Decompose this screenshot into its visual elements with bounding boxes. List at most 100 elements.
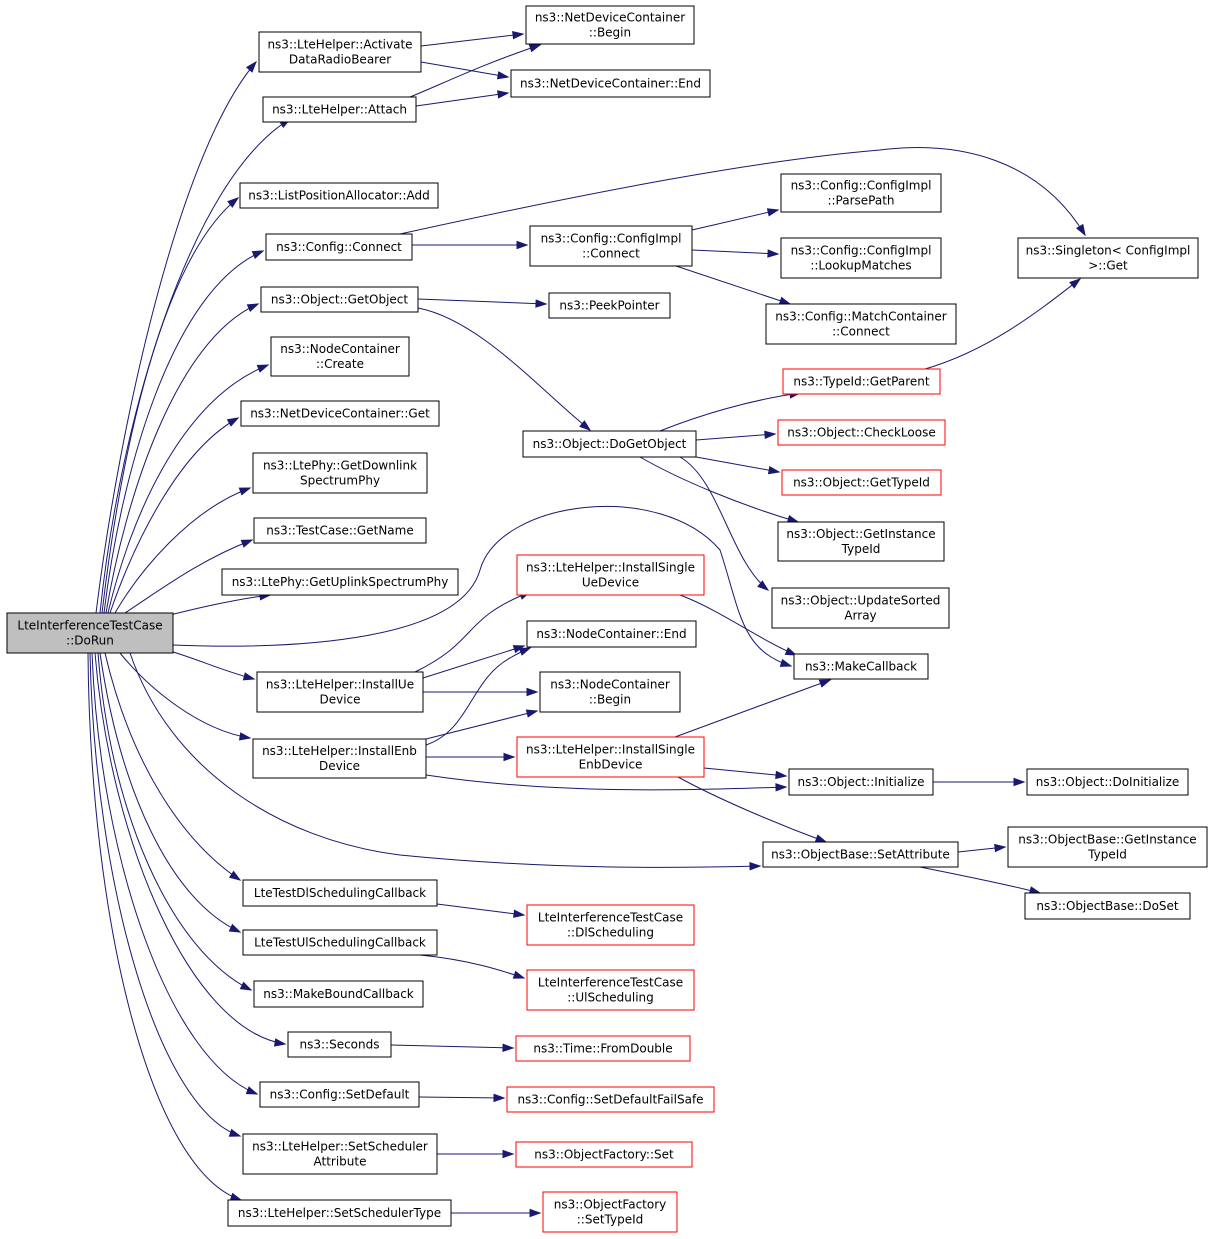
node-box (765, 303, 957, 345)
node-ndcbegin[interactable]: ns3::NetDeviceContainer::Begin (525, 5, 695, 45)
node-fromdouble[interactable]: ns3::Time::FromDouble (515, 1035, 691, 1062)
node-peekpointer[interactable]: ns3::PeekPointer (548, 292, 671, 319)
node-ncbegin[interactable]: ns3::NodeContainer::Begin (539, 671, 681, 713)
node-dogetobject[interactable]: ns3::Object::DoGetObject (522, 430, 697, 458)
edge-line (89, 652, 241, 1137)
node-ulcb[interactable]: LteTestUlSchedulingCallback (242, 929, 438, 956)
edge-cfgconnect-to-singleton (399, 147, 1086, 237)
node-ndcend[interactable]: ns3::NetDeviceContainer::End (510, 69, 711, 98)
node-box (526, 904, 695, 946)
node-checkloose[interactable]: ns3::Object::CheckLoose (777, 419, 946, 446)
node-label: ns3::Singleton< ConfigImpl (1026, 244, 1191, 258)
edge-root-to-makecallback (172, 505, 793, 667)
node-gettypeid[interactable]: ns3::Object::GetTypeId (781, 469, 942, 496)
node-cfgimplconnect[interactable]: ns3::Config::ConfigImpl::Connect (529, 225, 693, 267)
node-objinit[interactable]: ns3::Object::Initialize (788, 768, 934, 796)
node-label: ns3::LtePhy::GetDownlink (263, 459, 417, 473)
arrowhead-icon (749, 862, 762, 871)
node-label: ns3::Object::DoGetObject (533, 437, 687, 451)
arrowhead-icon (502, 1043, 515, 1052)
node-dlcb[interactable]: LteTestDlSchedulingCallback (242, 879, 438, 907)
node-ndcget[interactable]: ns3::NetDeviceContainer::Get (240, 400, 440, 427)
node-box (270, 336, 410, 377)
node-label: ::ParsePath (827, 194, 894, 208)
node-box (260, 286, 419, 313)
node-makebound[interactable]: ns3::MakeBoundCallback (253, 980, 424, 1008)
node-makecallback[interactable]: ns3::MakeCallback (793, 653, 929, 680)
node-getuplink[interactable]: ns3::LtePhy::GetUplinkSpectrumPhy (221, 568, 459, 596)
edge-line (417, 307, 591, 431)
edge-seconds-to-fromdouble (390, 1043, 515, 1052)
node-lpaadd[interactable]: ns3::ListPositionAllocator::Add (239, 182, 439, 209)
node-label: ns3::LteHelper::InstallEnb (262, 744, 417, 758)
node-box (515, 1035, 691, 1062)
node-setschedtype[interactable]: ns3::LteHelper::SetSchedulerType (227, 1199, 452, 1227)
edge-line (703, 767, 787, 777)
node-box (780, 237, 942, 279)
arrowhead-icon (818, 679, 832, 688)
arrowhead-icon (513, 909, 526, 918)
node-matchconnect[interactable]: ns3::Config::MatchContainer::Connect (765, 303, 957, 345)
node-label: LteInterferenceTestCase (538, 911, 683, 925)
node-obdoset[interactable]: ns3::ObjectBase::DoSet (1024, 892, 1191, 920)
node-box (771, 587, 950, 629)
arrowhead-icon (535, 299, 548, 308)
node-label: ns3::LteHelper::InstallSingle (526, 743, 695, 757)
edge-setschedattr-to-ofset (437, 1149, 515, 1159)
node-box (539, 671, 681, 713)
node-label: TypeId (841, 542, 881, 556)
edge-installsingleue-to-makecallback (679, 594, 798, 656)
node-cfgconnect[interactable]: ns3::Config::Connect (265, 233, 413, 261)
arrowhead-icon (767, 249, 780, 258)
edge-root-to-nccreate (107, 364, 270, 614)
edge-dogetobject-to-getinsttypeid (639, 456, 800, 524)
node-lookupmatches[interactable]: ns3::Config::ConfigImpl::LookupMatches (780, 237, 942, 279)
node-attach[interactable]: ns3::LteHelper::Attach (262, 96, 417, 123)
node-label: ::DlScheduling (567, 926, 654, 940)
node-ulsched[interactable]: LteInterferenceTestCase::UlScheduling (526, 969, 695, 1011)
node-getname[interactable]: ns3::TestCase::GetName (253, 517, 427, 544)
edge-activate-to-ndcend (420, 61, 510, 80)
arrowhead-icon (497, 90, 510, 99)
node-setdefaultfs[interactable]: ns3::Config::SetDefaultFailSafe (506, 1086, 715, 1113)
node-ncend[interactable]: ns3::NodeContainer::End (526, 620, 697, 648)
node-setdefault[interactable]: ns3::Config::SetDefault (259, 1081, 420, 1108)
edge-setdefault-to-setdefaultfs (418, 1093, 506, 1103)
node-ofset[interactable]: ns3::ObjectFactory::Set (515, 1141, 693, 1168)
node-box (239, 182, 439, 209)
node-nccreate[interactable]: ns3::NodeContainer::Create (270, 336, 410, 377)
node-setattr[interactable]: ns3::ObjectBase::SetAttribute (762, 841, 959, 868)
edge-root-to-dlcb (104, 652, 242, 881)
node-typeidparent[interactable]: ns3::TypeId::GetParent (782, 368, 941, 395)
node-dlsched[interactable]: LteInterferenceTestCase::DlScheduling (526, 904, 695, 946)
node-ofsettypeid[interactable]: ns3::ObjectFactory::SetTypeId (542, 1191, 678, 1233)
node-singleton[interactable]: ns3::Singleton< ConfigImpl>::Get (1017, 237, 1199, 279)
node-box (1007, 826, 1208, 868)
node-doinit[interactable]: ns3::Object::DoInitialize (1026, 768, 1189, 796)
node-box (262, 96, 417, 123)
edge-installsingleenb-to-setattr (677, 776, 828, 843)
edge-line (119, 652, 251, 739)
node-label: UeDevice (582, 576, 639, 590)
node-parsepath[interactable]: ns3::Config::ConfigImpl::ParsePath (780, 173, 942, 213)
node-box (793, 653, 929, 680)
arrowhead-icon (239, 981, 253, 991)
arrowhead-icon (226, 417, 240, 427)
edge-line (414, 591, 531, 673)
edge-installenb-to-installsingleenb (426, 752, 516, 762)
edge-line (97, 652, 252, 991)
edge-line (109, 417, 239, 614)
node-root[interactable]: LteInterferenceTestCase::DoRun (6, 612, 174, 654)
node-seconds[interactable]: ns3::Seconds (287, 1031, 392, 1058)
node-getobject[interactable]: ns3::Object::GetObject (260, 286, 419, 313)
